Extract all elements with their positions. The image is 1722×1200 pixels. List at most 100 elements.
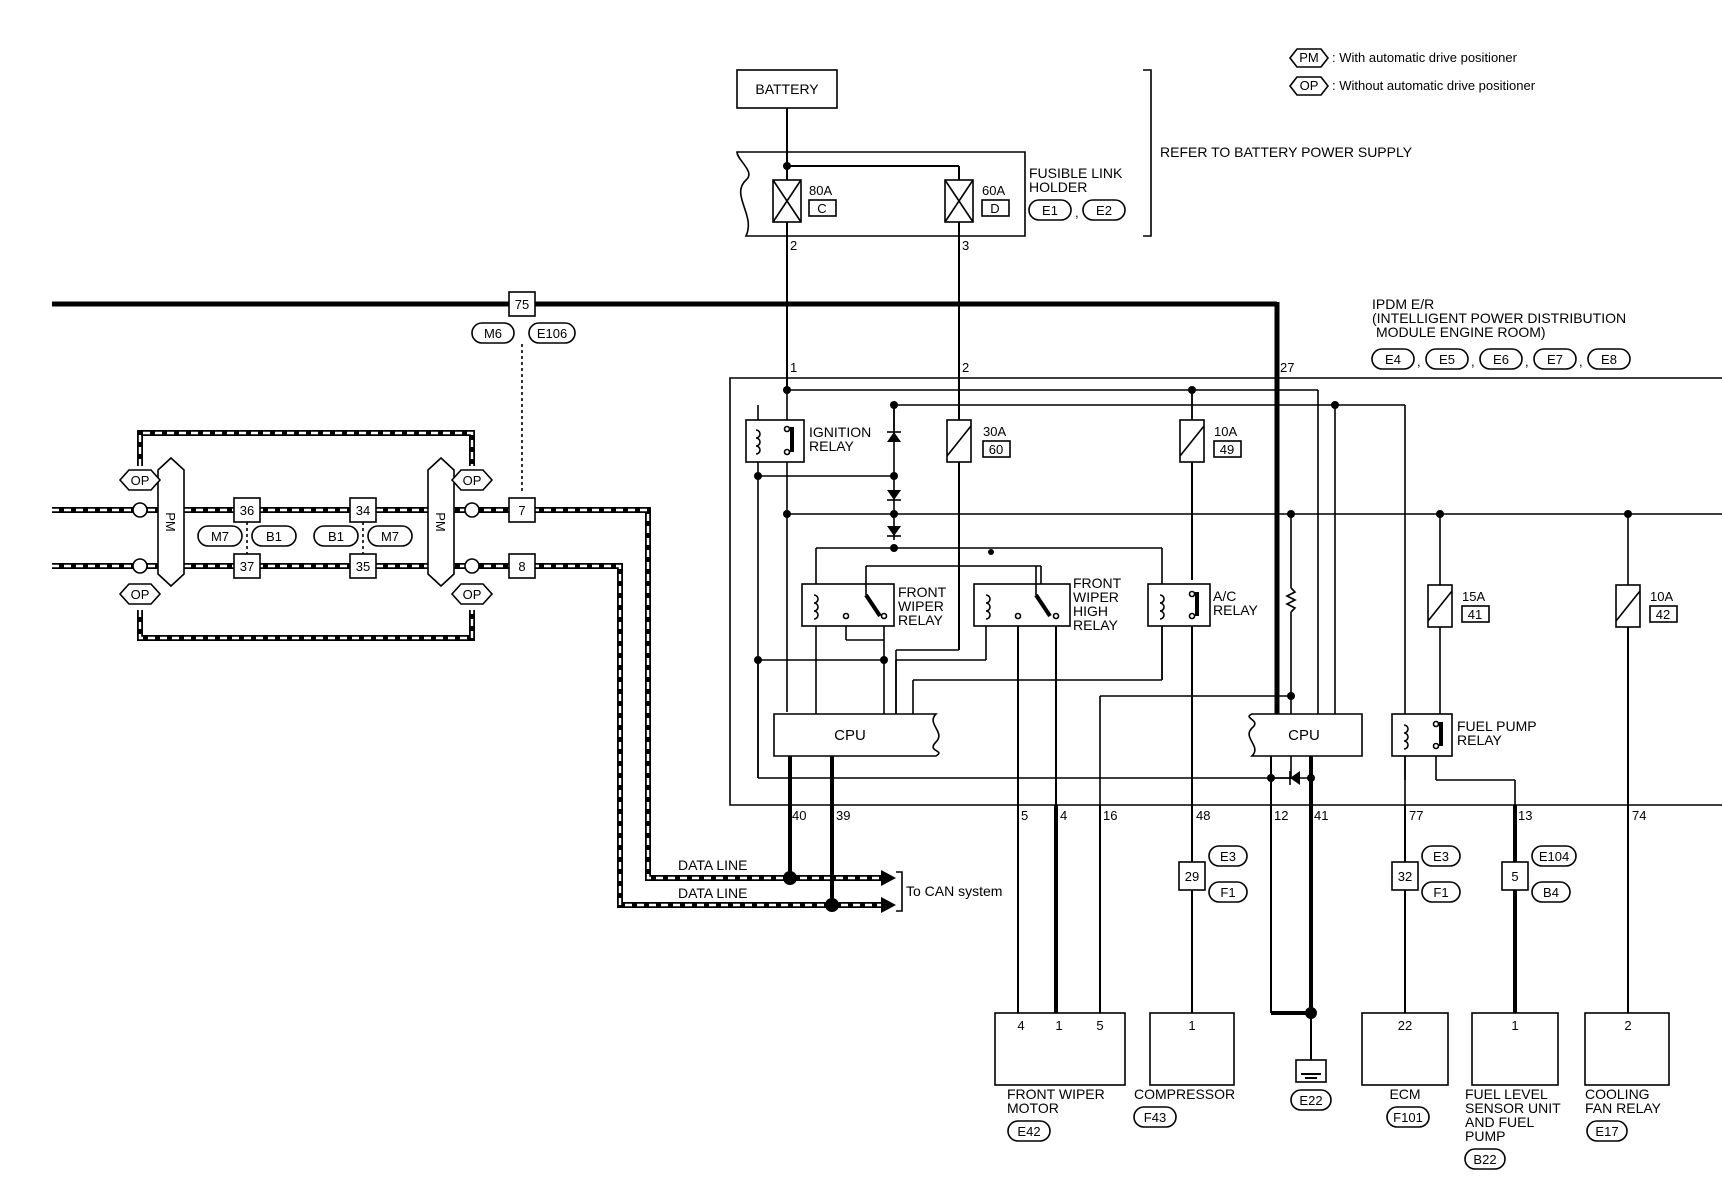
fuse-80a (772, 179, 802, 223)
front-wiper-high-relay-label-3: HIGH (1073, 603, 1108, 619)
connector-e7: E7 (1547, 352, 1563, 367)
front-wiper-relay-label-3: RELAY (898, 612, 944, 628)
fuse-15a-rating: 15A (1462, 589, 1485, 604)
fuse-10a-42-rating: 10A (1650, 589, 1673, 604)
pin-41: 41 (1314, 808, 1328, 823)
to-can-label: To CAN system (906, 883, 1002, 899)
fuel-level-label-1: FUEL LEVEL (1465, 1086, 1548, 1102)
joint-75-label: 75 (515, 297, 529, 312)
cpu-right (1248, 713, 1363, 757)
fuse-30a-rating: 30A (983, 424, 1006, 439)
ac-relay-label-2: RELAY (1213, 602, 1259, 618)
data-line-label-2: DATA LINE (678, 885, 748, 901)
pin-2-top: 2 (790, 238, 797, 253)
svg-text:,: , (1417, 354, 1421, 369)
connector-b1-left: B1 (266, 529, 282, 544)
connector-e42: E42 (1017, 1124, 1040, 1139)
connector-e2-frame (1082, 199, 1126, 221)
fuel-pump-relay (1391, 713, 1453, 757)
pm-label-1: PM (163, 512, 178, 532)
joint-29: 29 (1185, 869, 1199, 884)
front-wiper-high-relay-label-4: RELAY (1073, 617, 1119, 633)
front-wiper-pin-5: 5 (1096, 1018, 1103, 1033)
ac-relay-label-1: A/C (1213, 588, 1236, 604)
svg-text:,: , (1579, 354, 1583, 369)
diode-stack (887, 405, 901, 552)
fuel-level-label-2: SENSOR UNIT (1465, 1100, 1561, 1116)
connector-m6: M6 (484, 326, 502, 341)
ground-symbol (1295, 1059, 1327, 1083)
ipdm-title-1: IPDM E/R (1372, 296, 1434, 312)
legend-op-code: OP (1300, 78, 1319, 93)
fuel-level-pin-1: 1 (1511, 1018, 1518, 1033)
ignition-relay-label-1: IGNITION (809, 424, 871, 440)
joint-75 (508, 291, 536, 317)
fuel-level-label-4: PUMP (1465, 1128, 1505, 1144)
front-wiper-relay (801, 566, 895, 627)
pin-39: 39 (836, 808, 850, 823)
joint-box-8: 8 (518, 559, 525, 574)
fuse-80a-rating: 80A (809, 183, 832, 198)
ipdm-outline (729, 377, 1722, 806)
pin-74: 74 (1632, 808, 1646, 823)
ecm-box (1361, 1012, 1449, 1086)
connector-e3-b: E3 (1433, 849, 1449, 864)
ignition-relay-label-2: RELAY (809, 438, 855, 454)
cpu-right-label: CPU (1288, 727, 1320, 744)
front-wiper-relay-label-2: WIPER (898, 598, 944, 614)
connector-e106: E106 (537, 326, 567, 341)
front-wiper-pin-4: 4 (1017, 1018, 1024, 1033)
ipdm-connectors: E4 , E5 , E6 , E7 , E8 (1371, 348, 1631, 370)
ground-connector-e22: E22 (1299, 1093, 1322, 1108)
op-label-2: OP (131, 587, 150, 602)
front-wiper-high-relay-label-1: FRONT (1073, 575, 1122, 591)
connector-b1-right: B1 (328, 529, 344, 544)
pin-16: 16 (1103, 808, 1117, 823)
connector-e104: E104 (1539, 849, 1569, 864)
op-label-3: OP (463, 473, 482, 488)
fuel-level-label-3: AND FUEL (1465, 1114, 1534, 1130)
ipdm-pin-1: 1 (790, 360, 797, 375)
connector-b4: B4 (1543, 885, 1559, 900)
compressor-pin-1: 1 (1188, 1018, 1195, 1033)
connector-e4: E4 (1385, 352, 1401, 367)
pin-4: 4 (1060, 808, 1067, 823)
fuse-30a-id: 60 (989, 442, 1003, 457)
pin-3-top: 3 (962, 238, 969, 253)
cooling-fan-label-1: COOLING (1585, 1086, 1650, 1102)
can-brace (896, 871, 903, 912)
ecm-label: ECM (1389, 1086, 1420, 1102)
cooling-fan-pin-2: 2 (1624, 1018, 1631, 1033)
pin-13: 13 (1518, 808, 1532, 823)
fusible-link-holder (736, 151, 1026, 237)
ipdm-pin-2: 2 (962, 360, 969, 375)
connector-e8: E8 (1601, 352, 1617, 367)
ipdm-title-2: (INTELLIGENT POWER DISTRIBUTION (1372, 310, 1626, 326)
compressor-label: COMPRESSOR (1134, 1086, 1235, 1102)
fuel-level-sensor-box (1471, 1012, 1559, 1086)
pin-5: 5 (1021, 808, 1028, 823)
fuse-10a-42 (1615, 584, 1641, 628)
fuse-60a-rating: 60A (982, 183, 1005, 198)
front-wiper-relay-label-1: FRONT (898, 584, 947, 600)
connector-e5: E5 (1439, 352, 1455, 367)
connector-e3-a: E3 (1220, 849, 1236, 864)
fuse-10a-42-id: 42 (1656, 607, 1670, 622)
joint-32: 32 (1398, 869, 1412, 884)
fuse-60a-id: D (990, 201, 999, 216)
cooling-fan-relay-box (1584, 1012, 1670, 1086)
legend: PM : With automatic drive positioner OP … (1288, 48, 1536, 96)
cpu-left (773, 713, 940, 757)
data-line-label-1: DATA LINE (678, 857, 748, 873)
connector-f1-b: F1 (1433, 885, 1448, 900)
svg-text:,: , (1471, 354, 1475, 369)
legend-pm-text: : With automatic drive positioner (1332, 50, 1518, 65)
pm-label-2: PM (433, 512, 448, 532)
front-wiper-motor-label-1: FRONT WIPER (1007, 1086, 1105, 1102)
legend-pm-hex (1288, 48, 1330, 68)
ipdm-title-3: MODULE ENGINE ROOM) (1376, 324, 1546, 340)
connector-e6: E6 (1493, 352, 1509, 367)
compressor-box (1149, 1012, 1235, 1086)
connector-m7-left: M7 (211, 529, 229, 544)
